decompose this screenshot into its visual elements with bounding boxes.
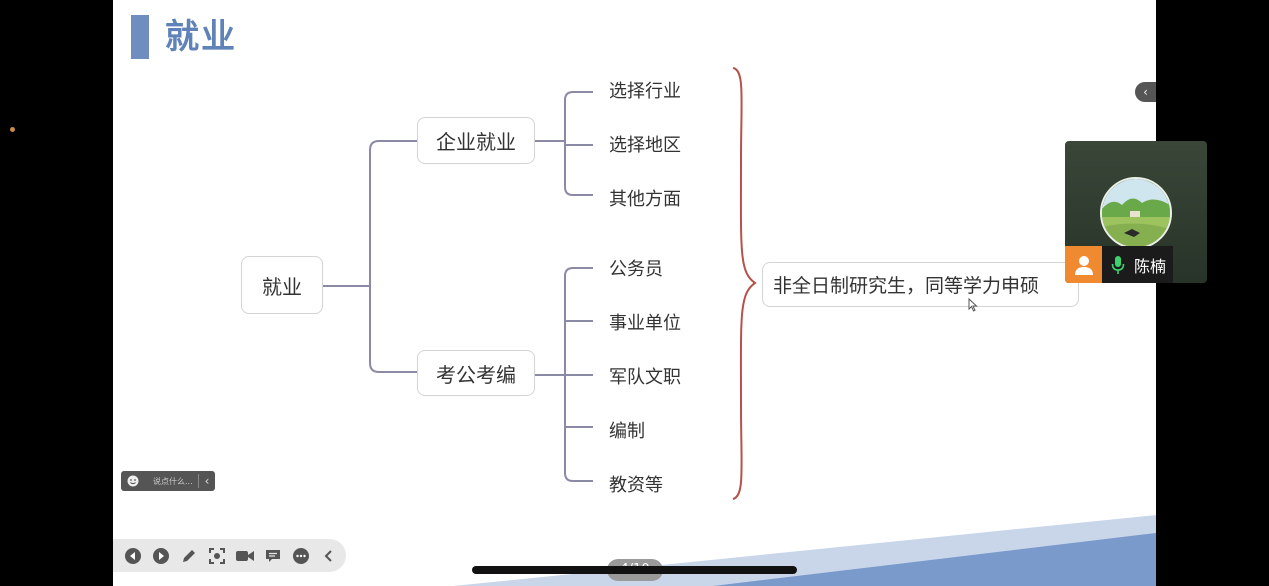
leaf-choose-industry: 选择行业 bbox=[609, 81, 681, 102]
avatar bbox=[1100, 177, 1172, 249]
participant-video-tile[interactable]: 陈楠 bbox=[1065, 141, 1207, 283]
leaf-military-civilian: 军队文职 bbox=[609, 367, 681, 388]
prev-slide-button[interactable] bbox=[119, 542, 147, 570]
chevron-left-icon[interactable]: ‹ bbox=[204, 474, 210, 488]
presentation-toolbar bbox=[113, 539, 346, 572]
presentation-slide: 就业 就业 企业就业 考公考编 选择行业 选择地区 其他方面 公务员 事业单位 … bbox=[113, 0, 1156, 586]
chevron-left-icon bbox=[324, 549, 332, 562]
home-indicator-bar[interactable] bbox=[472, 566, 797, 574]
leaf-civil-servant: 公务员 bbox=[609, 259, 663, 280]
collapse-panel-button[interactable]: ‹ bbox=[1135, 82, 1156, 102]
pen-button[interactable] bbox=[175, 542, 203, 570]
leaf-other-aspects: 其他方面 bbox=[609, 189, 681, 210]
note-node: 非全日制研究生，同等学力申硕 bbox=[762, 262, 1079, 307]
branch-node-enterprise: 企业就业 bbox=[417, 117, 535, 164]
branch-node-civil-service: 考公考编 bbox=[417, 350, 535, 396]
pen-icon bbox=[183, 549, 195, 562]
leaf-choose-region: 选择地区 bbox=[609, 135, 681, 156]
microphone-icon[interactable] bbox=[1104, 255, 1132, 275]
camera-button[interactable] bbox=[231, 542, 259, 570]
slide-title: 就业 bbox=[165, 17, 237, 57]
chevron-left-icon: ‹ bbox=[1143, 85, 1148, 99]
more-button[interactable] bbox=[287, 542, 315, 570]
participant-name-bar: 陈楠 bbox=[1065, 246, 1173, 283]
divider bbox=[198, 474, 199, 488]
chat-input-pill[interactable]: 说点什么... ‹ bbox=[121, 471, 215, 491]
chat-placeholder[interactable]: 说点什么... bbox=[153, 476, 193, 486]
cursor-icon bbox=[968, 298, 978, 312]
leaf-public-institution: 事业单位 bbox=[609, 313, 681, 334]
screenshot-icon bbox=[209, 547, 225, 564]
person-icon bbox=[1065, 246, 1102, 283]
screenshot-button[interactable] bbox=[203, 542, 231, 570]
video-camera-icon bbox=[236, 550, 254, 561]
mind-map-root: 就业 bbox=[241, 256, 323, 314]
play-icon bbox=[153, 547, 169, 564]
prev-icon bbox=[125, 547, 141, 564]
emoji-icon[interactable] bbox=[125, 473, 141, 489]
leaf-staffing: 编制 bbox=[609, 421, 645, 442]
comment-icon bbox=[266, 549, 280, 562]
collapse-toolbar-button[interactable] bbox=[315, 542, 343, 570]
title-accent-bar bbox=[131, 15, 149, 59]
more-icon bbox=[293, 547, 309, 564]
participant-name: 陈楠 bbox=[1134, 256, 1167, 276]
comment-button[interactable] bbox=[259, 542, 287, 570]
leaf-teacher-cert: 教资等 bbox=[609, 475, 663, 496]
decorative-dot bbox=[10, 127, 15, 132]
next-slide-button[interactable] bbox=[147, 542, 175, 570]
